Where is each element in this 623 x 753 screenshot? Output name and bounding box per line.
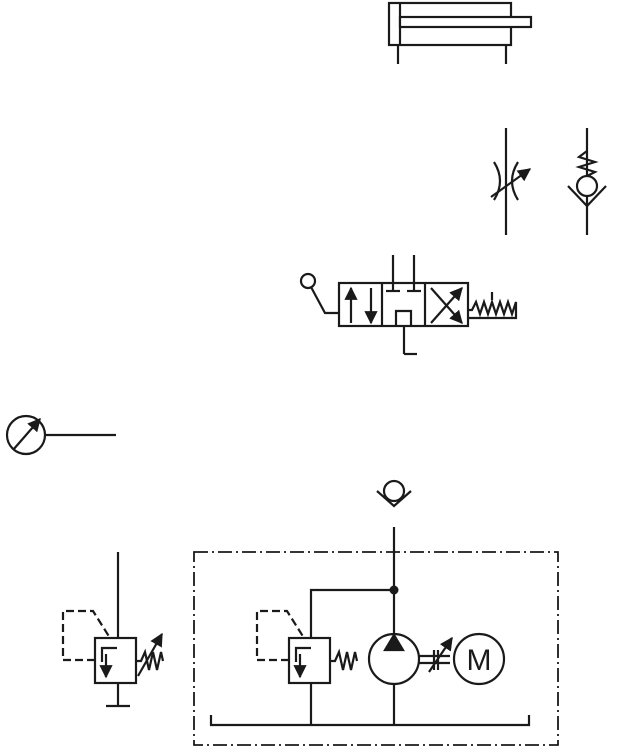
check-valve-icon [376, 479, 412, 508]
relief-valve-icon [255, 609, 359, 685]
check-valve-icon [567, 128, 607, 235]
electric-motor-icon: M [452, 632, 506, 686]
pressure-gauge-icon [5, 414, 116, 456]
motor-label: M [467, 644, 492, 677]
junction-dot [389, 585, 399, 595]
drive-shaft [419, 636, 453, 673]
adjustable-throttle-valve-icon [490, 128, 532, 235]
directional-control-valve-icon [299, 255, 518, 356]
relief-valve-icon [61, 552, 165, 708]
hydraulic-cylinder-icon [387, 1, 533, 64]
hydraulic-pump-icon [367, 632, 421, 686]
pipe-lines [209, 527, 531, 727]
power-unit-boundary [193, 551, 559, 746]
